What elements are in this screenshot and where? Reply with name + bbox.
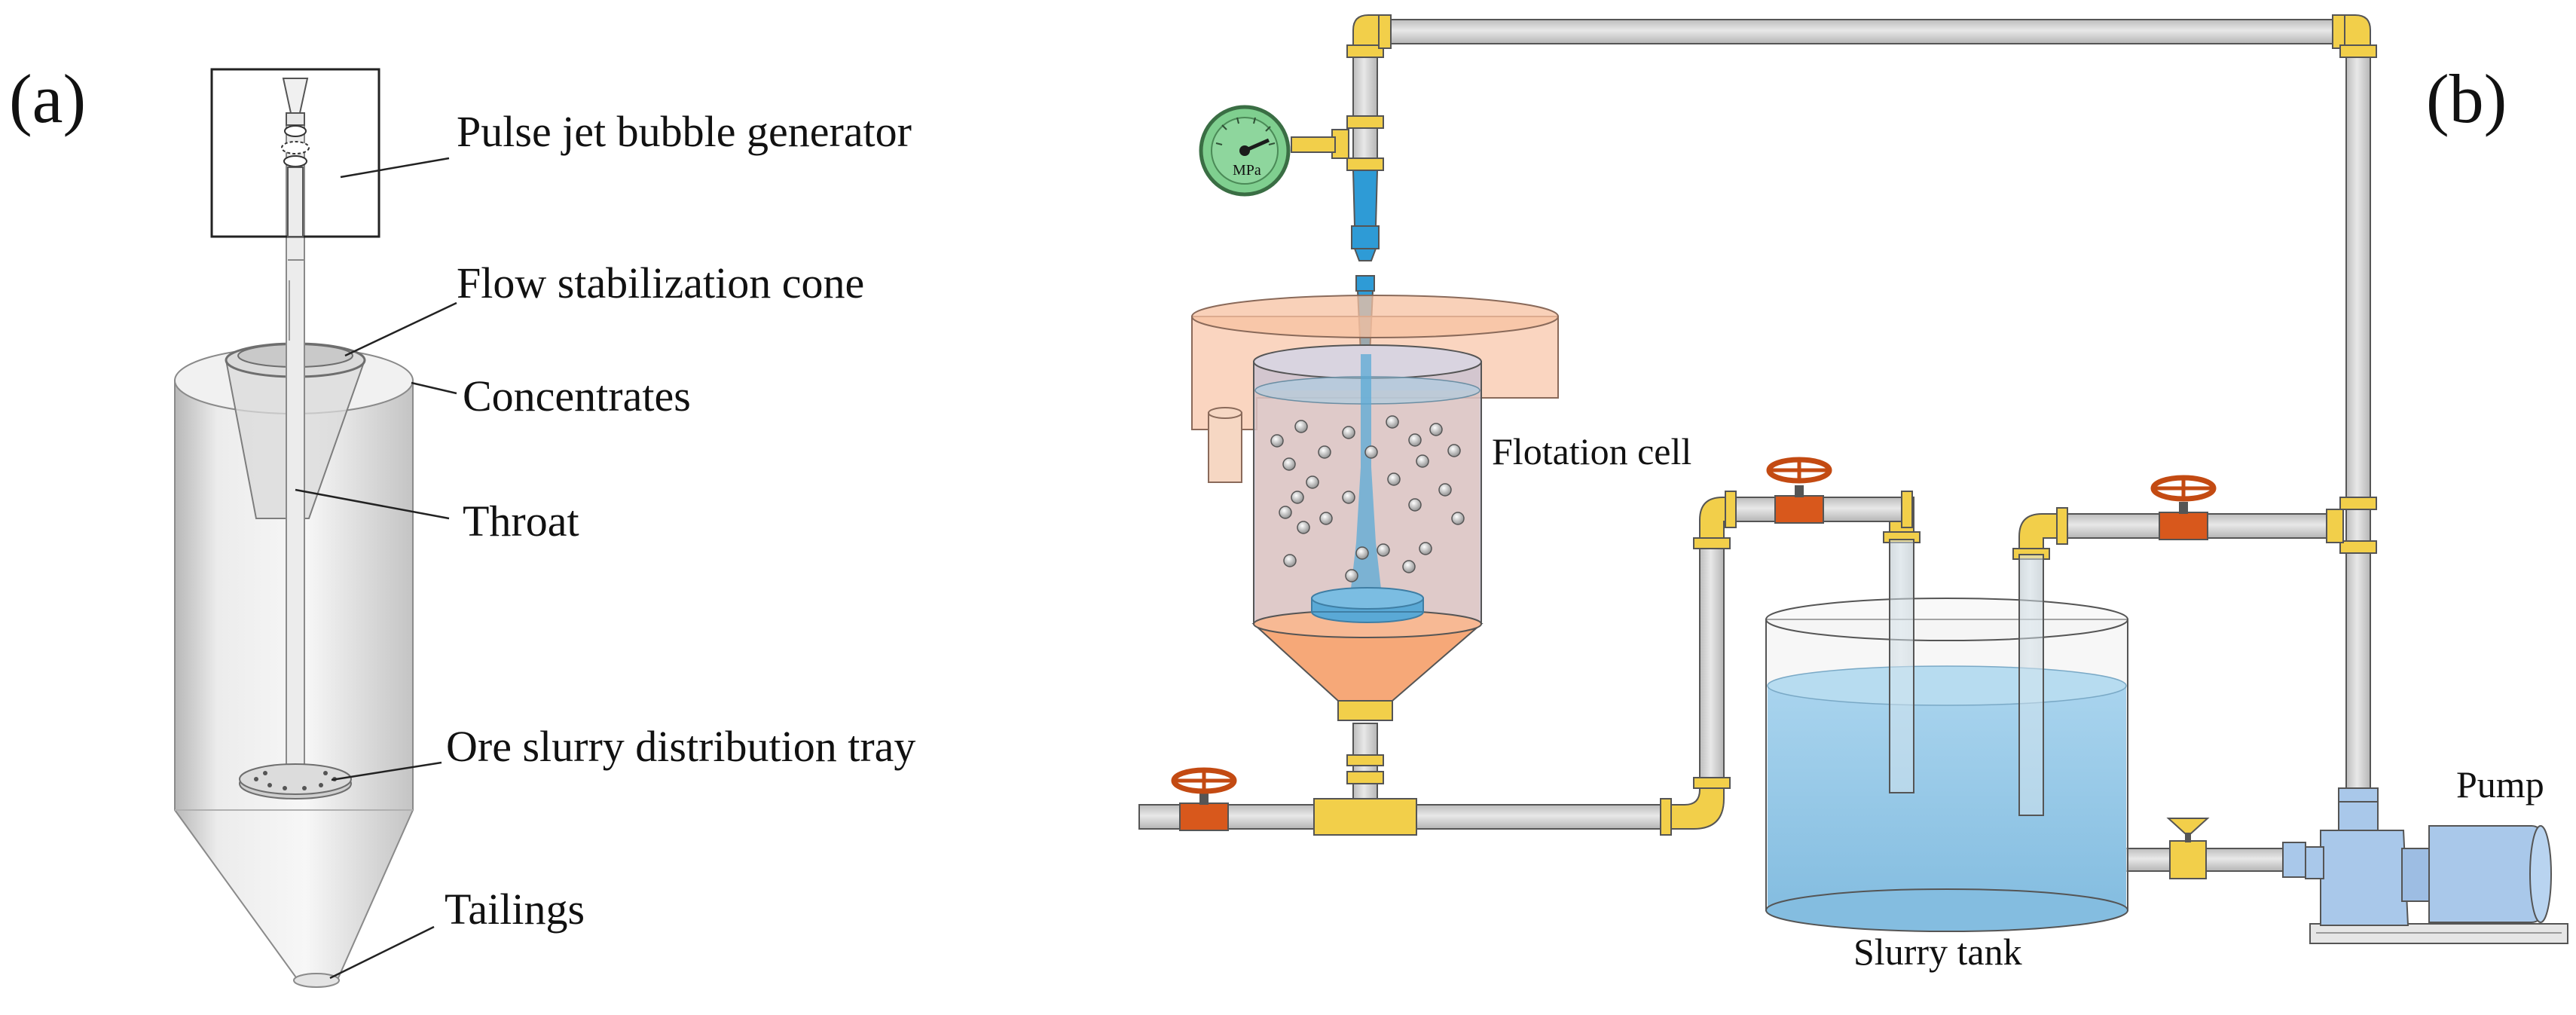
panel-a-letter: (a) bbox=[9, 60, 86, 137]
label-flotation-cell: Flotation cell bbox=[1492, 430, 1691, 472]
label-throat: Throat bbox=[463, 497, 579, 546]
valve-left bbox=[1171, 767, 1237, 831]
flotation-cell bbox=[1191, 295, 1559, 702]
label-pump: Pump bbox=[2456, 763, 2544, 806]
slurry-tank bbox=[1765, 539, 2128, 932]
label-flow-stabilization-cone: Flow stabilization cone bbox=[457, 258, 864, 307]
valve-right bbox=[2150, 475, 2217, 540]
label-slurry-tank: Slurry tank bbox=[1853, 931, 2022, 973]
bubbles bbox=[1270, 415, 1465, 582]
label-bubble-generator: Pulse jet bubble generator bbox=[457, 107, 912, 156]
tailings-outlet bbox=[293, 973, 340, 988]
pressure-gauge: MPa bbox=[1199, 105, 1336, 197]
leader-lines bbox=[295, 157, 457, 980]
pump bbox=[2305, 801, 2568, 944]
label-tailings: Tailings bbox=[445, 885, 585, 934]
funnel-valve-pump-inlet bbox=[2166, 818, 2210, 842]
label-distribution-tray: Ore slurry distribution tray bbox=[446, 722, 915, 771]
label-concentrates: Concentrates bbox=[463, 371, 691, 420]
bubble-generator-inset bbox=[210, 68, 380, 238]
ore-slurry-distribution-tray bbox=[239, 763, 352, 799]
valve-middle bbox=[1766, 457, 1832, 524]
panel-b-letter: (b) bbox=[2426, 60, 2507, 137]
gauge-unit-label: MPa bbox=[1233, 162, 1261, 179]
panel-b: (b) bbox=[1138, 14, 2568, 973]
panel-a: (a) bbox=[9, 60, 915, 988]
pipe-fittings bbox=[1313, 14, 2379, 879]
